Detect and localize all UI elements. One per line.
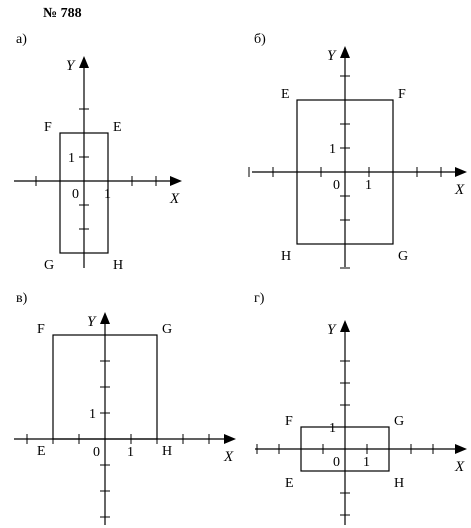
x-axis-arrow: [224, 434, 236, 444]
origin-label: 0: [72, 187, 79, 202]
corner-bottom-right: G: [398, 249, 408, 264]
diagram-label: г): [254, 291, 265, 306]
y-axis-arrow: [340, 46, 350, 58]
origin-label: 0: [333, 455, 340, 470]
x-axis-name: X: [169, 191, 180, 207]
corner-bottom-right: H: [162, 444, 172, 459]
diagram-g: г) X Y 0 1 1 F G E H: [254, 291, 467, 525]
problem-number: № 788: [43, 6, 82, 21]
corner-bottom-right: H: [113, 258, 123, 273]
y-axis-arrow: [100, 312, 110, 324]
origin-label: 0: [93, 445, 100, 460]
corner-top-left: E: [281, 87, 290, 102]
corner-top-left: F: [37, 322, 45, 337]
diagram-label: б): [254, 32, 266, 47]
corner-top-right: F: [398, 87, 406, 102]
rectangle: [52, 334, 158, 440]
corner-top-left: F: [44, 120, 52, 135]
diagram-b: б) X Y 0 1 1 E F H G: [248, 32, 467, 269]
corner-top-left: F: [285, 414, 293, 429]
y-unit-label: 1: [68, 151, 75, 166]
corner-top-right: G: [394, 414, 404, 429]
diagram-label: а): [16, 32, 27, 47]
x-axis-arrow: [455, 167, 467, 177]
rectangle: [300, 426, 390, 472]
x-unit-label: 1: [127, 445, 134, 460]
y-axis-arrow: [79, 56, 89, 68]
corner-bottom-left: G: [44, 258, 54, 273]
rectangle: [59, 132, 109, 254]
x-axis-name: X: [454, 459, 465, 475]
corner-top-right: G: [162, 322, 172, 337]
diagram-v: в) X Y 0 1 1 F G E H: [14, 291, 236, 525]
origin-label: 0: [333, 178, 340, 193]
corner-top-right: E: [113, 120, 122, 135]
x-axis-arrow: [455, 444, 467, 454]
corner-bottom-left: H: [281, 249, 291, 264]
y-axis-name: Y: [327, 322, 337, 338]
x-unit-label: 1: [365, 178, 372, 193]
x-axis-name: X: [223, 449, 234, 465]
y-axis-name: Y: [66, 58, 76, 74]
corner-bottom-left: E: [285, 476, 294, 491]
y-axis-arrow: [340, 320, 350, 332]
y-unit-label: 1: [89, 407, 96, 422]
y-unit-label: 1: [329, 142, 336, 157]
x-axis-name: X: [454, 182, 465, 198]
x-unit-label: 1: [363, 455, 370, 470]
y-unit-label: 1: [329, 421, 336, 436]
corner-bottom-left: E: [37, 444, 46, 459]
diagram-label: в): [16, 291, 28, 306]
x-axis-arrow: [170, 176, 182, 186]
rectangle: [296, 99, 394, 245]
y-axis-name: Y: [327, 48, 337, 64]
y-axis-name: Y: [87, 314, 97, 330]
corner-bottom-right: H: [394, 476, 404, 491]
